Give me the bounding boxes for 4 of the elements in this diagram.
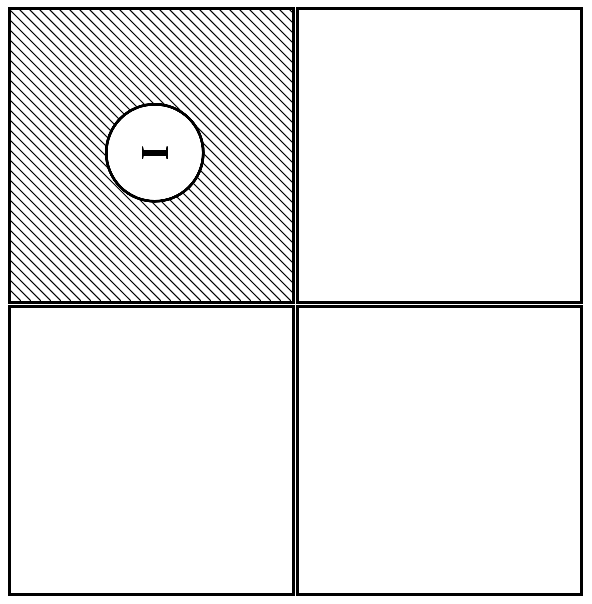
quadrant xyxy=(296,305,583,596)
roman-numeral: I xyxy=(134,144,174,160)
quadrant xyxy=(8,305,295,596)
numeral-circle xyxy=(104,102,204,202)
